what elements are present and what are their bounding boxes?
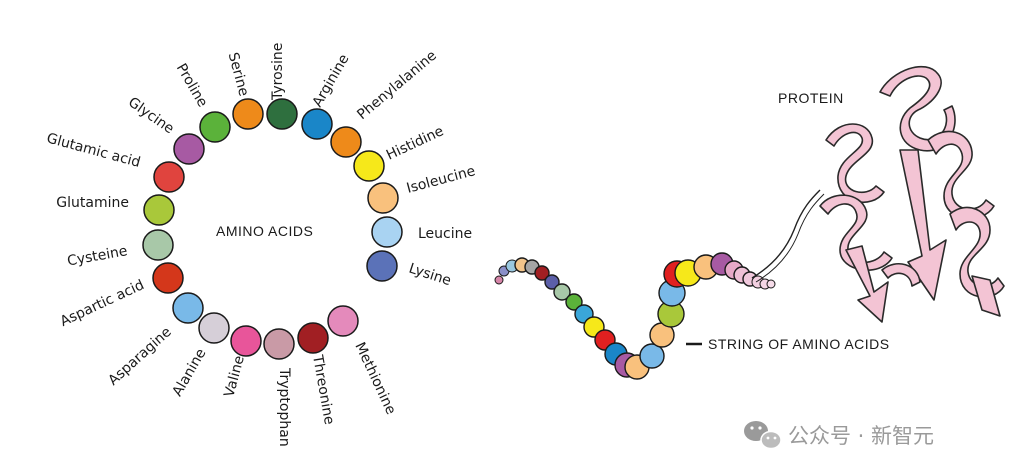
chain-bead (766, 279, 776, 289)
amino-acid-bead (199, 111, 231, 143)
chain-bead (565, 293, 583, 311)
amino-acid-label: Arginine (310, 52, 353, 110)
chain-bead (494, 275, 504, 285)
amino-acid-bead (172, 292, 204, 324)
amino-acid-bead (143, 194, 175, 226)
amino-acid-bead (367, 182, 399, 214)
amino-acid-bead (173, 133, 205, 165)
amino-acid-label: Tryptophan (276, 367, 292, 447)
amino-acid-bead (266, 98, 298, 130)
amino-acid-bead (198, 312, 230, 344)
watermark-text: 公众号 · 新智元 (788, 424, 934, 448)
amino-acid-bead (232, 98, 264, 130)
chain-bead (553, 283, 571, 301)
chain-bead (544, 274, 560, 290)
amino-acid-label: Tyrosine (270, 43, 286, 101)
amino-acid-label: Proline (173, 61, 211, 110)
amino-acid-bead (142, 229, 174, 261)
amino-acid-label: Asparagine (105, 324, 174, 389)
amino-acid-bead (297, 322, 329, 354)
amino-acid-label: Alanine (169, 346, 209, 399)
amino-acid-label: Methionine (351, 340, 398, 417)
amino-acid-bead (327, 305, 359, 337)
amino-acid-label: Threonine (309, 353, 337, 426)
amino-acid-label: Cysteine (66, 243, 129, 269)
amino-acid-label: Glycine (125, 94, 177, 137)
amino-acid-bead (263, 328, 295, 360)
protein-structure (751, 65, 1005, 323)
chain-bead (534, 265, 550, 281)
amino-acid-bead (371, 216, 403, 248)
amino-acid-label: Valine (221, 354, 247, 399)
amino-acid-label: Isoleucine (405, 163, 477, 197)
amino-acid-bead (366, 250, 398, 282)
amino-acid-label: Aspartic acid (58, 277, 147, 330)
watermark: 公众号 · 新智元 (744, 421, 934, 450)
amino-acid-bead (153, 161, 185, 193)
amino-acid-bead (330, 126, 362, 158)
chain-bead (639, 343, 665, 369)
amino-acid-bead (230, 325, 262, 357)
amino-acid-label: Leucine (418, 226, 472, 242)
amino-acid-label: Glutamine (56, 195, 129, 211)
amino-acid-label: Lysine (407, 261, 453, 290)
diagram-title: AMINO ACIDS (216, 223, 313, 239)
amino-acid-label: Glutamic acid (45, 130, 142, 170)
amino-acid-bead (152, 262, 184, 294)
amino-acid-label: Histidine (384, 123, 446, 163)
wechat-icon (744, 421, 782, 450)
amino-acid-label: Serine (225, 51, 252, 98)
amino-acid-bead (301, 108, 333, 140)
chain-label: STRING OF AMINO ACIDS (708, 336, 890, 352)
amino-acid-bead (353, 150, 385, 182)
amino-acid-chain (494, 252, 776, 380)
protein-label: PROTEIN (778, 90, 844, 106)
amino-acid-label: Phenylalanine (354, 48, 440, 123)
